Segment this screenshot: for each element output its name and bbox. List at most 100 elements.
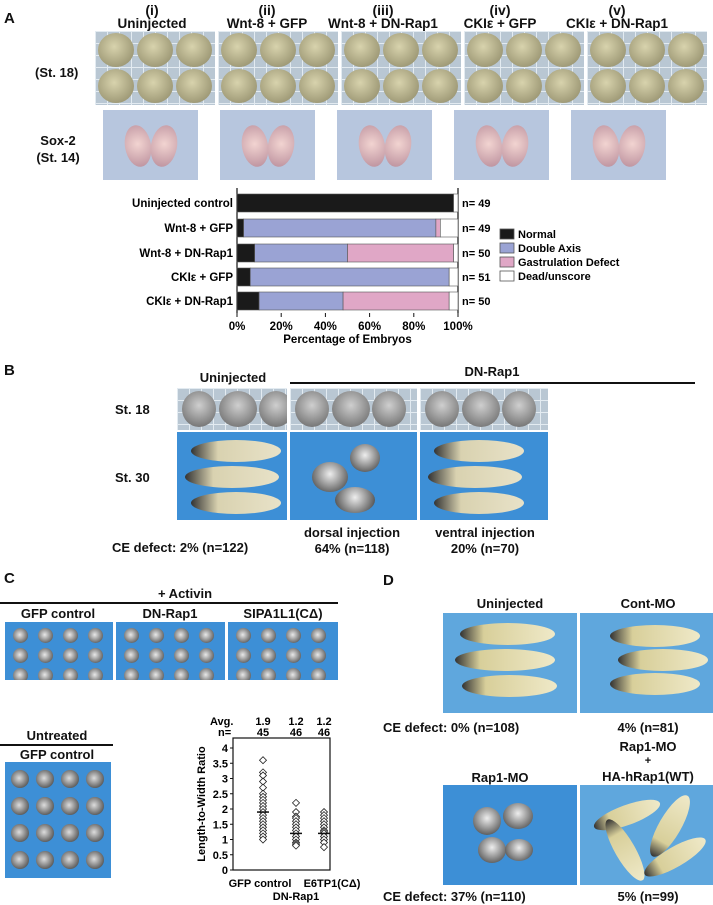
- embryo-photo-st30: [420, 432, 548, 520]
- avg-value: 1.2: [288, 716, 303, 728]
- embryo: [174, 628, 189, 643]
- bar-dead-unscore: [440, 218, 459, 238]
- embryo: [86, 770, 104, 788]
- label-dn-rap1: DN-Rap1: [464, 364, 520, 379]
- embryo: [191, 440, 281, 462]
- embryo: [86, 851, 104, 869]
- embryo: [462, 675, 557, 697]
- embryo: [467, 69, 503, 103]
- embryo: [295, 391, 329, 427]
- sox2-photo: [337, 110, 432, 180]
- ce-defect-cont-mo: 4% (n=81): [617, 720, 679, 735]
- embryo: [260, 33, 296, 67]
- avg-value: 1.2: [316, 716, 331, 728]
- bar-normal: [236, 291, 260, 311]
- legend-label: Dead/unscore: [518, 271, 591, 283]
- embryo: [191, 492, 281, 514]
- x-tick-label: 100%: [443, 321, 472, 333]
- embryo: [478, 837, 506, 863]
- tadpole-photo-rap1-mo: [443, 785, 577, 885]
- embryo: [176, 69, 212, 103]
- embryo: [261, 648, 276, 663]
- embryo: [502, 391, 536, 427]
- embryo: [236, 648, 251, 663]
- embryo: [86, 824, 104, 842]
- label-dorsal-injection: dorsal injection: [303, 525, 401, 540]
- embryo: [344, 69, 380, 103]
- embryo: [590, 69, 626, 103]
- ce-defect-dorsal: 64% (n=118): [314, 541, 390, 556]
- embryo: [38, 628, 53, 643]
- ce-defect-uninjected: CE defect: 0% (n=108): [383, 720, 520, 735]
- label-gfp-control: GFP control: [20, 606, 96, 621]
- column-title: Wnt-8 + GFP: [226, 16, 308, 31]
- tadpole-photo-cont-mo: [580, 613, 713, 713]
- y-tick-label: 1: [222, 835, 228, 847]
- x-tick-label: 0%: [229, 321, 246, 333]
- divider: [0, 602, 338, 604]
- embryo: [372, 391, 406, 427]
- x-tick-label: 40%: [314, 321, 337, 333]
- embryo-photo-st30: [177, 432, 287, 520]
- avg-label: Avg.: [210, 716, 233, 728]
- y-tick-label: 1.5: [213, 819, 228, 831]
- embryo: [355, 123, 389, 169]
- data-point: [291, 841, 301, 850]
- n-label: n= 50: [462, 248, 490, 260]
- legend-swatch: [499, 228, 515, 240]
- label-rescue-2: HA-hRap1(WT): [602, 769, 694, 784]
- bar-dead-unscore: [453, 193, 459, 213]
- embryo: [610, 673, 700, 695]
- plot-frame: [232, 737, 331, 871]
- sox2-photo: [571, 110, 666, 180]
- embryo: [176, 33, 212, 67]
- legend-swatch: [499, 242, 515, 254]
- embryo: [88, 668, 103, 680]
- embryo: [506, 69, 542, 103]
- column-title: Wnt-8 + DN-Rap1: [328, 16, 438, 31]
- row-label-st18: (St. 18): [35, 65, 79, 80]
- embryo: [13, 648, 28, 663]
- data-point: [258, 835, 268, 844]
- panel-d-label: D: [383, 572, 394, 589]
- data-point: [291, 798, 301, 807]
- y-tick-label: 2.5: [213, 789, 228, 801]
- embryo: [236, 668, 251, 680]
- n-label: n= 51: [462, 272, 490, 284]
- divider: [0, 744, 113, 746]
- label-rescue-1: Rap1-MO: [619, 739, 677, 754]
- column-numeral: (i): [145, 2, 159, 18]
- embryo: [36, 797, 54, 815]
- embryo: [98, 33, 134, 67]
- sox2-photo: [103, 110, 198, 180]
- embryo-photo-st18: [218, 31, 338, 105]
- embryo: [219, 391, 257, 427]
- bar-normal: [236, 218, 244, 238]
- embryo: [311, 648, 326, 663]
- y-tick-label: 3.5: [213, 758, 228, 770]
- column-numeral: (v): [608, 2, 626, 18]
- embryo: [63, 628, 78, 643]
- embryo: [545, 69, 581, 103]
- legend-swatch: [499, 270, 515, 282]
- embryo: [11, 824, 29, 842]
- embryo: [422, 69, 458, 103]
- embryo: [261, 628, 276, 643]
- row-label-st18: St. 18: [115, 402, 150, 417]
- bar-gastrulation-defect: [347, 243, 454, 263]
- embryo: [472, 123, 506, 169]
- y-tick-label: 0.5: [213, 850, 228, 862]
- sox2-photo: [220, 110, 315, 180]
- bar-normal: [236, 193, 454, 213]
- embryo: [36, 851, 54, 869]
- embryo: [11, 851, 29, 869]
- embryo-photo-st18: [587, 31, 707, 105]
- column-numeral: (iii): [372, 2, 394, 18]
- embryo: [199, 668, 214, 680]
- row-label-st30: St. 30: [115, 470, 150, 485]
- ce-defect-rescue: 5% (n=99): [617, 889, 679, 904]
- embryo: [332, 391, 370, 427]
- x-tick-label: GFP control: [229, 878, 292, 890]
- ce-defect-rap1-mo: CE defect: 37% (n=110): [383, 889, 526, 904]
- embryo: [199, 628, 214, 643]
